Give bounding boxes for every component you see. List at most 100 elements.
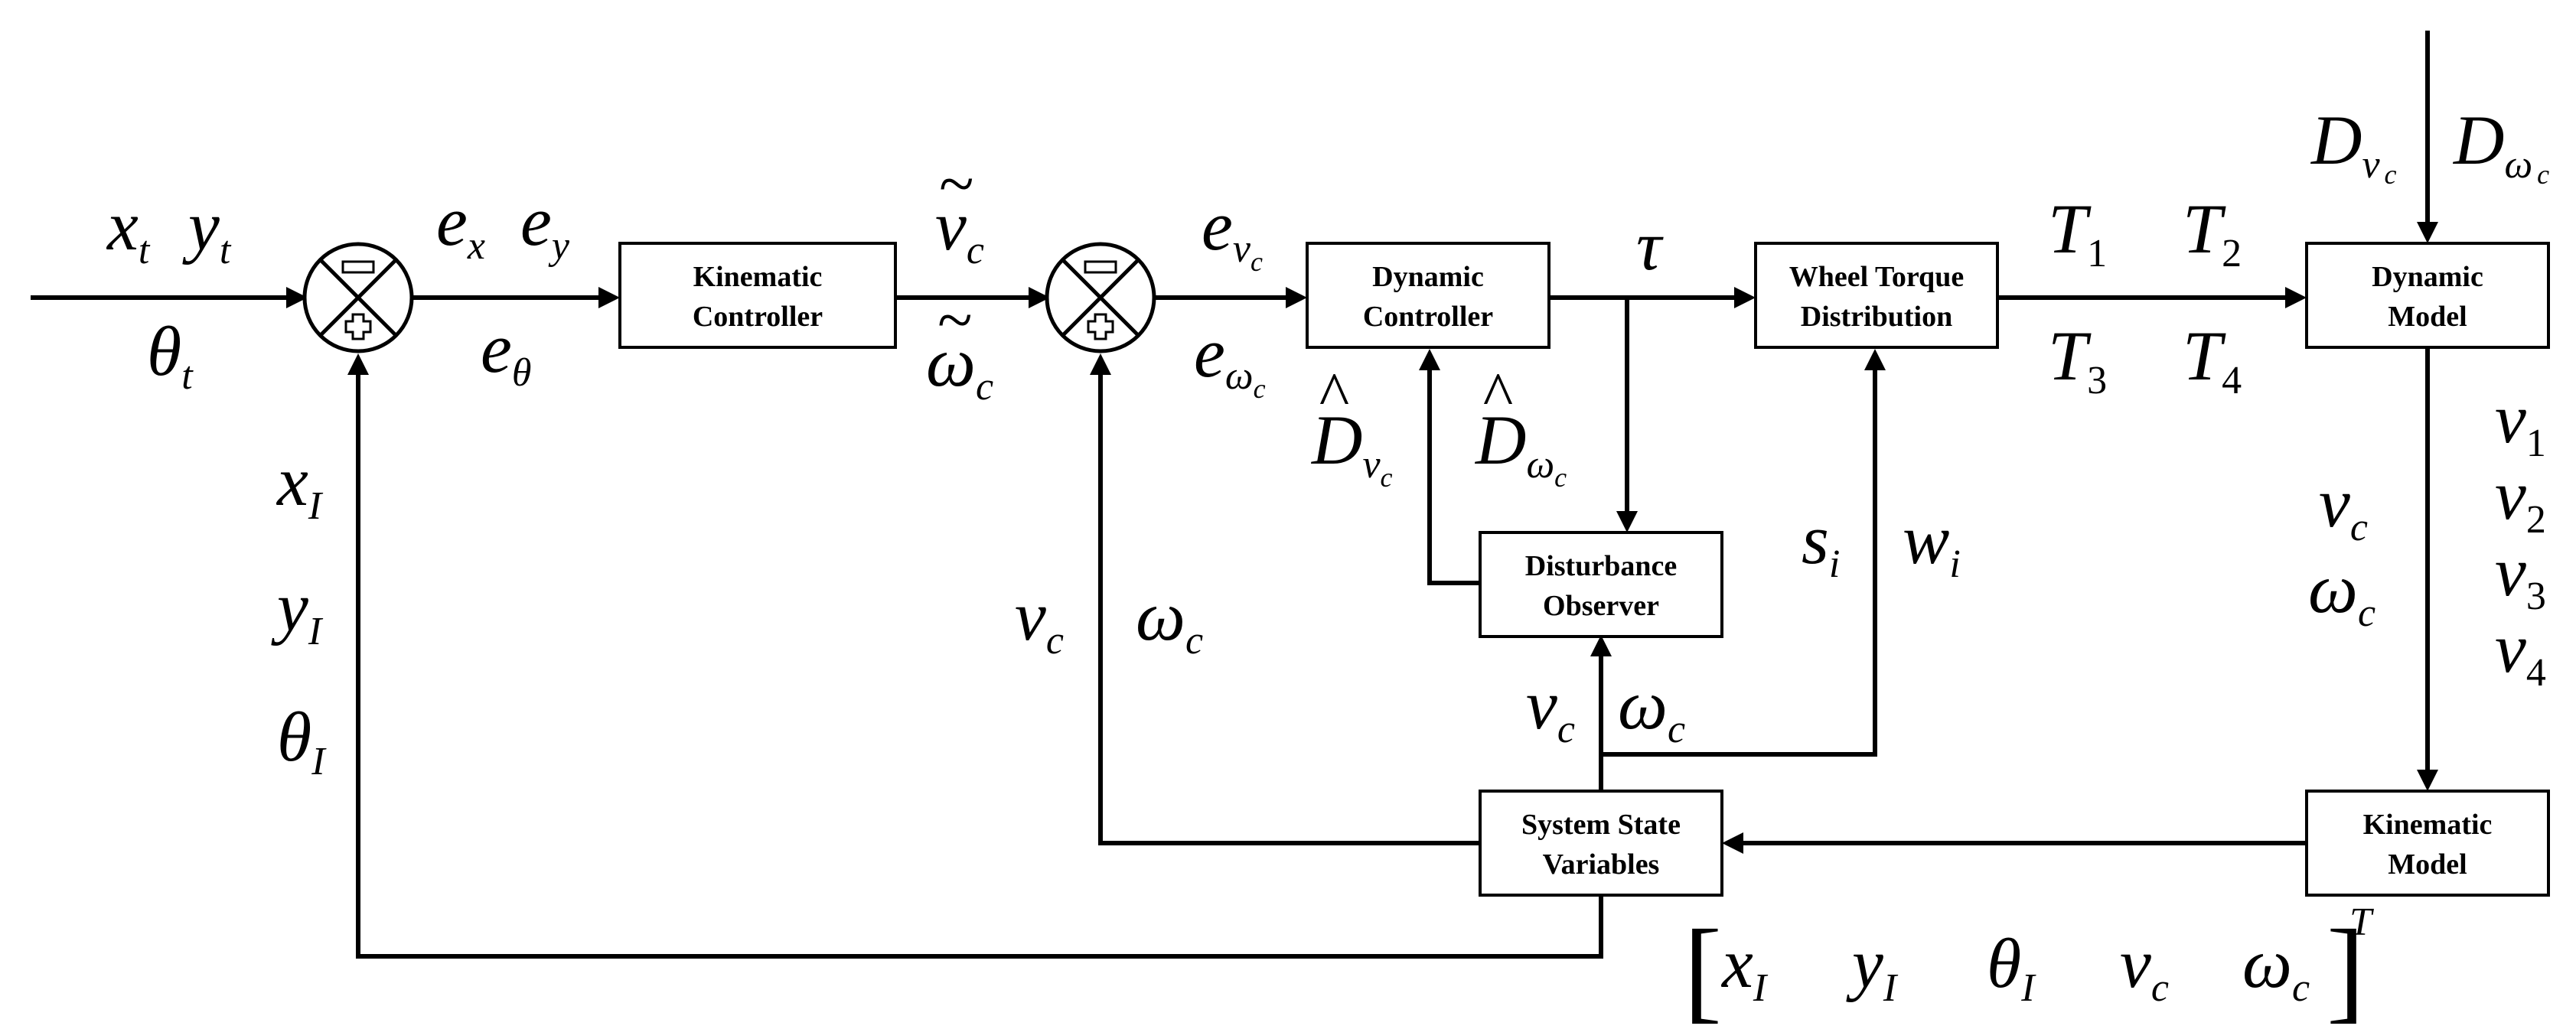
svg-text:^: ^ [1482, 360, 1513, 431]
label-torque-2: T2 [2183, 190, 2242, 275]
label-state-v: vc [1526, 666, 1575, 751]
label-reference-omega: ωc ~ [926, 285, 993, 409]
label-model-v: vc [2319, 464, 2368, 549]
svg-text:ωc: ωc [2308, 549, 2375, 635]
svg-text:v1: v1 [2495, 379, 2546, 465]
plus-sign-icon [1087, 313, 1114, 340]
svg-text:eωc: eωc [1194, 314, 1266, 404]
svg-text:θt: θt [147, 312, 194, 398]
pose-feedback-arrow [356, 364, 1603, 959]
block-label-line1: System State [1521, 809, 1681, 841]
svg-text:ωc: ωc [1136, 577, 1203, 663]
svg-text:ey: ey [520, 182, 570, 268]
svg-text:vc: vc [935, 187, 984, 272]
block-label-line2: Controller [1363, 301, 1493, 333]
estimate-to-controller-arrow [1427, 360, 1480, 585]
svg-text:vc: vc [2120, 924, 2169, 1010]
label-disturbance-estimate-omega: ^ Dωc [1474, 360, 1567, 493]
svg-text:^: ^ [1318, 360, 1349, 431]
label-wheel-velocity-2: v2 [2495, 456, 2546, 542]
block-label-line1: Wheel Torque [1789, 261, 1964, 293]
arrowhead [1734, 287, 1756, 308]
svg-text:xI: xI [276, 442, 324, 528]
svg-text:v2: v2 [2495, 456, 2546, 542]
state-vector-label: [ xI yI θI vc ωc ] T [1684, 900, 2374, 1029]
arrowhead [2285, 287, 2307, 308]
svg-text:T2: T2 [2183, 190, 2242, 275]
svg-text:si: si [1802, 500, 1840, 586]
arrowhead [1090, 353, 1111, 375]
label-torque-1: T1 [2048, 190, 2107, 275]
connection-lines [31, 31, 2430, 959]
svg-text:~: ~ [938, 148, 973, 220]
svg-text:T4: T4 [2183, 317, 2242, 402]
label-wheel-speed: wi [1903, 500, 1961, 586]
label-model-omega: ωc [2308, 549, 2375, 635]
arrowhead [2417, 222, 2438, 243]
block-label-line1: Dynamic [2372, 261, 2483, 293]
svg-text:vc: vc [1526, 666, 1575, 751]
svg-text:ωc: ωc [926, 323, 993, 409]
label-wheel-velocity-1: v1 [2495, 379, 2546, 465]
svg-text:vc: vc [2319, 464, 2368, 549]
block-label-line2: Variables [1543, 848, 1660, 881]
svg-text:Dωc: Dωc [2452, 101, 2549, 190]
label-disturbance-estimate-v: ^ Dvc [1310, 360, 1393, 493]
label-error-x: ex [436, 182, 485, 268]
arrowhead [598, 287, 620, 308]
svg-text:yI: yI [271, 568, 324, 653]
svg-text:Dvc: Dvc [2310, 101, 2397, 190]
label-wheel-velocity-3: v3 [2495, 532, 2546, 618]
summing-junction-velocity [1045, 242, 1156, 353]
block-label-line1: Disturbance [1525, 550, 1677, 582]
block-label-line2: Model [2388, 848, 2467, 881]
plus-sign-icon [344, 313, 372, 340]
svg-text:eθ: eθ [481, 309, 531, 395]
label-target-y: yt [182, 187, 232, 272]
block-label-line2: Controller [693, 301, 823, 333]
svg-text:]: ] [2327, 907, 2365, 1029]
arrowhead [1722, 832, 1743, 854]
svg-text:yI: yI [1846, 924, 1899, 1010]
label-control-torque: τ [1636, 207, 1664, 285]
svg-text:wi: wi [1903, 500, 1961, 586]
label-error-theta: eθ [481, 309, 531, 395]
svg-text:[: [ [1684, 907, 1722, 1029]
arrowhead [1616, 511, 1638, 532]
label-target-theta: θt [147, 312, 194, 398]
label-torque-3: T3 [2048, 317, 2107, 402]
label-error-omega: eωc [1194, 314, 1266, 404]
label-error-v: evc [1202, 187, 1263, 277]
dynamic-model-block: Dynamic Model [2305, 242, 2550, 349]
kinematic-controller-block: Kinematic Controller [618, 242, 897, 349]
svg-text:v4: v4 [2495, 609, 2546, 695]
minus-sign-icon [341, 260, 375, 274]
svg-text:xt: xt [106, 187, 151, 272]
svg-text:θI: θI [277, 698, 327, 783]
label-slip: si [1802, 500, 1840, 586]
summing-junction-pose [302, 242, 414, 353]
label-reference-v: vc ~ [935, 148, 984, 272]
label-feedback-x: xI [276, 442, 324, 528]
dynamic-controller-block: Dynamic Controller [1306, 242, 1550, 349]
svg-text:evc: evc [1202, 187, 1263, 277]
arrowhead [1864, 349, 1886, 370]
svg-text:T1: T1 [2048, 190, 2107, 275]
label-feedback-y: yI [271, 568, 324, 653]
label-feedback-omega: ωc [1136, 577, 1203, 663]
svg-text:~: ~ [937, 285, 971, 356]
label-wheel-velocity-4: v4 [2495, 609, 2546, 695]
label-error-y: ey [520, 182, 570, 268]
label-feedback-v: vc [1015, 577, 1064, 663]
minus-sign-icon [1084, 260, 1117, 274]
svg-text:vc: vc [1015, 577, 1064, 663]
svg-text:Dvc: Dvc [1310, 401, 1393, 493]
block-label-line1: Dynamic [1372, 261, 1484, 293]
arrowhead [347, 353, 369, 375]
svg-text:T: T [2349, 900, 2374, 944]
label-state-omega: ωc [1618, 666, 1685, 751]
state-to-distribution-arrow [1601, 360, 1877, 757]
